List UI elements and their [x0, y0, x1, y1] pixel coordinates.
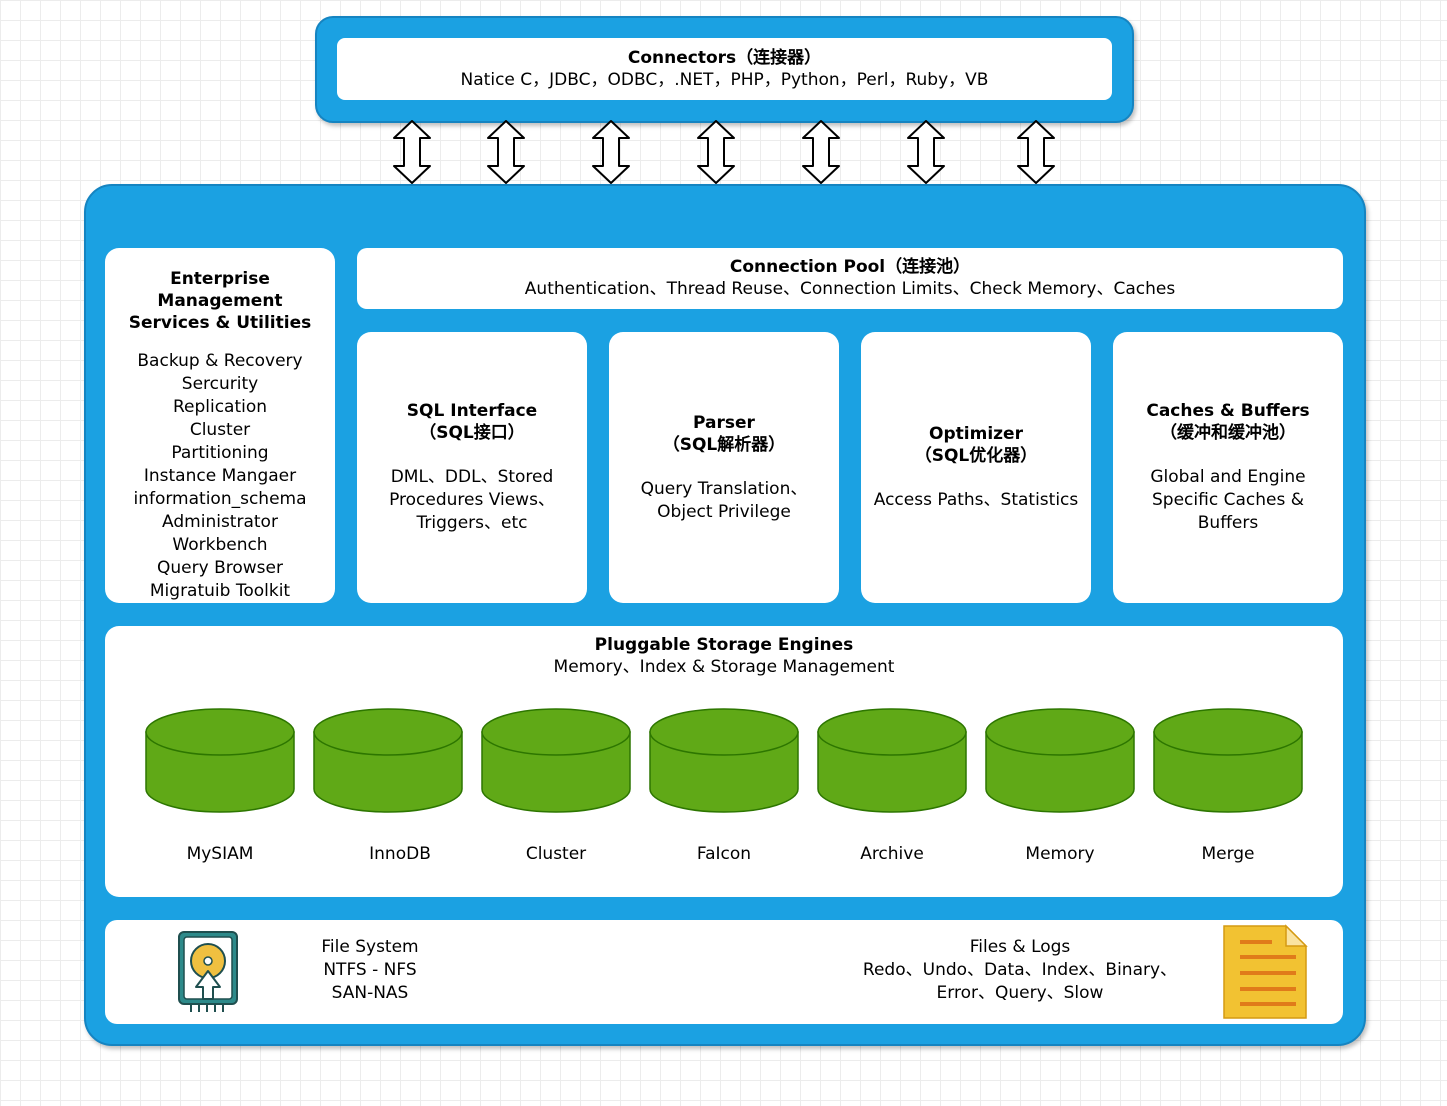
file-system-line: SAN-NAS [331, 983, 409, 1003]
database-cylinder-icon [1153, 708, 1303, 813]
database-cylinder-icon [985, 708, 1135, 813]
double-arrow-icon [802, 120, 840, 184]
files-logs-line: Redo、Undo、Data、Index、Binary、 [862, 960, 1178, 980]
document-icon [1223, 924, 1308, 1019]
connectors-panel: Connectors（连接器） Natice C，JDBC，ODBC，.NET，… [337, 38, 1112, 100]
caches-title: Caches & Buffers [1146, 401, 1310, 421]
engine-label-merge: Merge [1201, 844, 1255, 864]
caches-desc: Global and Engine [1150, 467, 1306, 487]
caches-subtitle: （缓冲和缓冲池） [1160, 423, 1296, 443]
parser-desc: Query Translation、 [640, 478, 808, 499]
enterprise-item: Replication [172, 397, 268, 417]
double-arrow-icon [487, 120, 525, 184]
enterprise-item: Instance Mangaer [143, 466, 297, 486]
enterprise-item: Workbench [172, 535, 268, 555]
connectors-items: Natice C，JDBC，ODBC，.NET，PHP，Python，Perl，… [460, 69, 989, 90]
connection-pool-title: Connection Pool（连接池） [729, 257, 971, 277]
files-logs-text: Files & Logs Redo、Undo、Data、Index、Binary… [840, 936, 1200, 1005]
caches-desc: Buffers [1197, 513, 1259, 533]
file-system-title: File System [321, 937, 419, 957]
engine-label-cluster: Cluster [525, 844, 587, 864]
parser-panel: Parser （SQL解析器） Query Translation、 Objec… [609, 332, 839, 603]
caches-desc: Specific Caches & [1152, 490, 1304, 510]
storage-engines-subtitle: Memory、Index & Storage Management [553, 657, 895, 677]
double-arrow-icon [697, 120, 735, 184]
storage-engine-cylinders [145, 708, 1303, 813]
database-cylinder-icon [817, 708, 967, 813]
double-arrow-icon [592, 120, 630, 184]
database-cylinder-icon [649, 708, 799, 813]
enterprise-title-line2: Services & Utilities [128, 313, 312, 333]
enterprise-title-line1: Enterprise Management [157, 269, 283, 311]
files-logs-title: Files & Logs [969, 937, 1071, 957]
optimizer-title: Optimizer [929, 424, 1023, 444]
sql-interface-desc: Triggers、etc [416, 513, 528, 533]
connector-arrows [393, 120, 1055, 184]
database-cylinder-icon [481, 708, 631, 813]
sql-interface-desc: Procedures Views、 [389, 490, 555, 510]
connectors-title: Connectors（连接器） [627, 47, 822, 68]
connection-pool-panel: Connection Pool（连接池） Authentication、Thre… [357, 248, 1343, 309]
engine-label-falcon: FaIcon [696, 844, 752, 864]
double-arrow-icon [1017, 120, 1055, 184]
sql-interface-title: SQL Interface [406, 401, 538, 421]
engine-label-archive: Archive [860, 844, 924, 864]
caches-buffers-panel: Caches & Buffers （缓冲和缓冲池） Global and Eng… [1113, 332, 1343, 603]
database-cylinder-icon [313, 708, 463, 813]
file-system-line: NTFS - NFS [323, 960, 417, 980]
database-cylinder-icon [145, 708, 295, 813]
parser-title: Parser [693, 412, 755, 433]
sql-interface-desc: DML、DDL、Stored [390, 467, 554, 487]
parser-subtitle: （SQL解析器） [662, 434, 786, 455]
engine-label-memory: Memory [1025, 844, 1095, 864]
double-arrow-icon [907, 120, 945, 184]
enterprise-item: Sercurity [181, 374, 259, 394]
files-logs-line: Error、Query、Slow [936, 983, 1104, 1003]
enterprise-item: Administrator [162, 512, 278, 532]
optimizer-desc: Access Paths、Statistics [873, 490, 1079, 510]
parser-desc: Object Privilege [657, 501, 791, 522]
sql-interface-panel: SQL Interface （SQL接口） DML、DDL、Stored Pro… [357, 332, 587, 603]
storage-engines-title: Pluggable Storage Engines [594, 635, 854, 655]
enterprise-item: Query Browser [157, 558, 283, 578]
optimizer-panel: Optimizer （SQL优化器） Access Paths、Statisti… [861, 332, 1091, 603]
double-arrow-icon [393, 120, 431, 184]
enterprise-item: Partitioning [171, 443, 269, 463]
enterprise-item: information_schema [133, 489, 307, 509]
connection-pool-items: Authentication、Thread Reuse、Connection L… [524, 279, 1176, 299]
file-system-panel [105, 920, 1343, 1024]
enterprise-item: Cluster [189, 420, 251, 440]
engine-label-innodb: InnoDB [369, 844, 431, 864]
sql-interface-subtitle: （SQL接口） [419, 423, 525, 443]
storage-engines-header: Pluggable Storage Engines Memory、Index &… [105, 634, 1343, 679]
engine-label-mysiam: MySIAM [186, 844, 254, 864]
enterprise-item: Backup & Recovery [137, 351, 303, 371]
enterprise-management-panel: Enterprise Management Services & Utiliti… [105, 248, 335, 603]
optimizer-subtitle: （SQL优化器） [914, 446, 1038, 466]
hard-disk-icon [178, 931, 238, 1012]
file-system-text: File System NTFS - NFS SAN-NAS [290, 936, 450, 1005]
enterprise-item: Migratuib Toolkit [149, 581, 291, 601]
